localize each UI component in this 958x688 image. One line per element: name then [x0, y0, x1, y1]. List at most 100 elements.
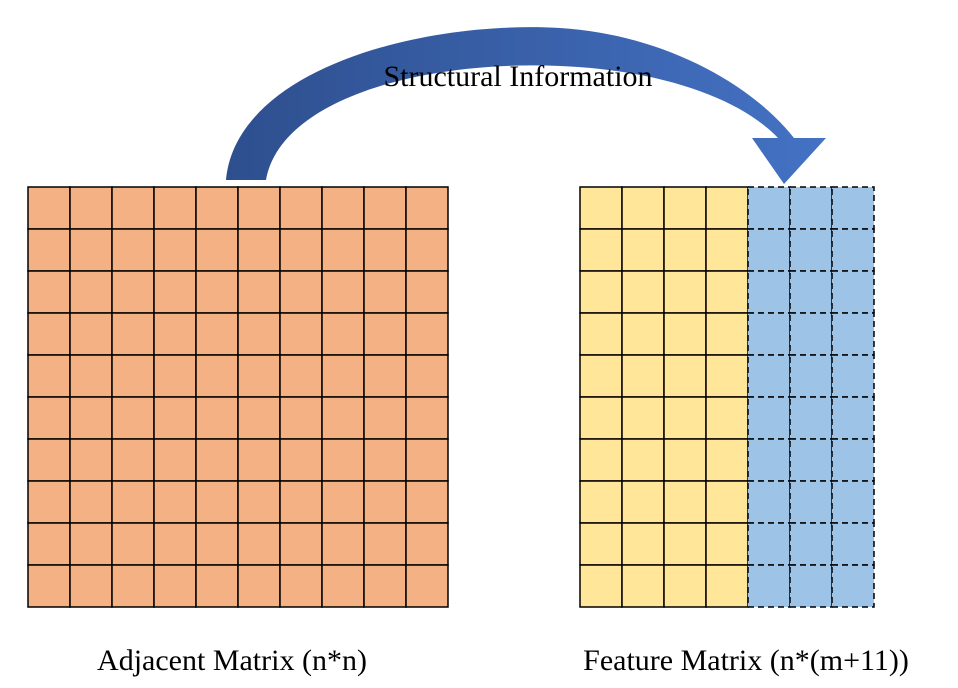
adjacent-matrix-cell: [237, 522, 281, 566]
structural-feature-cell: [831, 396, 875, 440]
feature-matrix-cell: [705, 312, 749, 356]
feature-matrix-cell: [663, 438, 707, 482]
adjacent-matrix-cell: [405, 228, 449, 272]
adjacent-matrix-cell: [69, 480, 113, 524]
adjacent-matrix-cell: [279, 270, 323, 314]
adjacent-matrix-cell: [153, 270, 197, 314]
adjacent-matrix-cell: [27, 564, 71, 608]
feature-matrix-cell: [579, 186, 623, 230]
feature-matrix-cell: [705, 564, 749, 608]
structural-feature-cell: [831, 438, 875, 482]
adjacent-matrix-cell: [69, 354, 113, 398]
feature-matrix-cell: [705, 354, 749, 398]
adjacent-matrix-cell: [69, 564, 113, 608]
adjacent-matrix-cell: [27, 270, 71, 314]
adjacent-matrix-cell: [111, 564, 155, 608]
adjacent-matrix-cell: [195, 480, 239, 524]
adjacent-matrix-cell: [69, 396, 113, 440]
structural-feature-cell: [831, 228, 875, 272]
adjacent-matrix-cell: [153, 480, 197, 524]
adjacent-matrix-cell: [237, 438, 281, 482]
adjacent-matrix-cell: [405, 354, 449, 398]
adjacent-matrix-cell: [321, 480, 365, 524]
feature-matrix-cell: [663, 270, 707, 314]
feature-matrix-cell: [621, 228, 665, 272]
feature-matrix-cell: [663, 396, 707, 440]
adjacent-matrix-cell: [405, 396, 449, 440]
feature-matrix-cell: [621, 270, 665, 314]
adjacent-matrix-cell: [363, 564, 407, 608]
adjacent-matrix-cell: [363, 186, 407, 230]
structural-feature-cell: [789, 564, 833, 608]
structural-feature-cell: [789, 396, 833, 440]
feature-matrix-cell: [705, 522, 749, 566]
structural-feature-cell: [831, 270, 875, 314]
structural-feature-cell: [747, 438, 791, 482]
structural-feature-cell: [789, 438, 833, 482]
adjacent-matrix-cell: [27, 522, 71, 566]
structural-feature-cell: [747, 354, 791, 398]
feature-matrix-cell: [705, 186, 749, 230]
feature-matrix-cell: [579, 564, 623, 608]
adjacent-matrix-cell: [111, 270, 155, 314]
adjacent-matrix-cell: [237, 312, 281, 356]
feature-matrix-cell: [663, 480, 707, 524]
adjacent-matrix-cell: [321, 438, 365, 482]
adjacent-matrix-cell: [153, 438, 197, 482]
adjacent-matrix-cell: [363, 480, 407, 524]
structural-feature-cell: [789, 270, 833, 314]
adjacent-matrix-cell: [405, 186, 449, 230]
adjacent-matrix-cell: [405, 522, 449, 566]
adjacent-matrix-cell: [279, 480, 323, 524]
feature-matrix-cell: [579, 396, 623, 440]
feature-matrix-cell: [621, 522, 665, 566]
feature-matrix-cell: [705, 396, 749, 440]
adjacent-matrix-cell: [321, 312, 365, 356]
adjacent-matrix-cell: [111, 228, 155, 272]
adjacent-matrix-cell: [153, 312, 197, 356]
feature-matrix-cell: [621, 564, 665, 608]
feature-matrix-label: Feature Matrix (n*(m+11)): [583, 644, 909, 677]
adjacent-matrix-cell: [195, 438, 239, 482]
adjacent-matrix-cell: [27, 438, 71, 482]
adjacent-matrix-cell: [195, 354, 239, 398]
feature-matrix-cell: [579, 312, 623, 356]
adjacent-matrix-cell: [363, 438, 407, 482]
adjacent-matrix-cell: [363, 312, 407, 356]
adjacent-matrix-cell: [27, 186, 71, 230]
adjacent-matrix-cell: [405, 312, 449, 356]
adjacent-matrix-cell: [153, 186, 197, 230]
adjacent-matrix-cell: [321, 522, 365, 566]
feature-matrix-cell: [663, 522, 707, 566]
feature-matrix-cell: [705, 228, 749, 272]
adjacent-matrix-cell: [279, 564, 323, 608]
feature-matrix-cell: [579, 480, 623, 524]
structural-feature-cell: [747, 186, 791, 230]
adjacent-matrix-cell: [279, 522, 323, 566]
adjacent-matrix-cell: [111, 396, 155, 440]
adjacent-matrix-cell: [69, 270, 113, 314]
adjacent-matrix-cell: [405, 564, 449, 608]
structural-feature-cell: [831, 312, 875, 356]
adjacent-matrix-cell: [363, 228, 407, 272]
adjacent-matrix-cell: [111, 480, 155, 524]
feature-matrix-cell: [705, 480, 749, 524]
adjacent-matrix-cell: [195, 312, 239, 356]
adjacent-matrix-cell: [69, 522, 113, 566]
structural-feature-cell: [831, 564, 875, 608]
adjacent-matrix-cell: [321, 186, 365, 230]
structural-feature-cell: [789, 480, 833, 524]
arrow-label: Structural Information: [383, 60, 652, 93]
adjacent-matrix-cell: [237, 480, 281, 524]
adjacent-matrix-cell: [321, 228, 365, 272]
feature-matrix-cell: [579, 438, 623, 482]
adjacent-matrix-cell: [279, 228, 323, 272]
adjacent-matrix-cell: [321, 396, 365, 440]
structural-information-arrow: [226, 27, 826, 184]
adjacent-matrix-cell: [321, 564, 365, 608]
feature-matrix-cell: [663, 312, 707, 356]
adjacent-matrix-cell: [321, 354, 365, 398]
structural-feature-cell: [789, 522, 833, 566]
adjacent-matrix-cell: [111, 312, 155, 356]
